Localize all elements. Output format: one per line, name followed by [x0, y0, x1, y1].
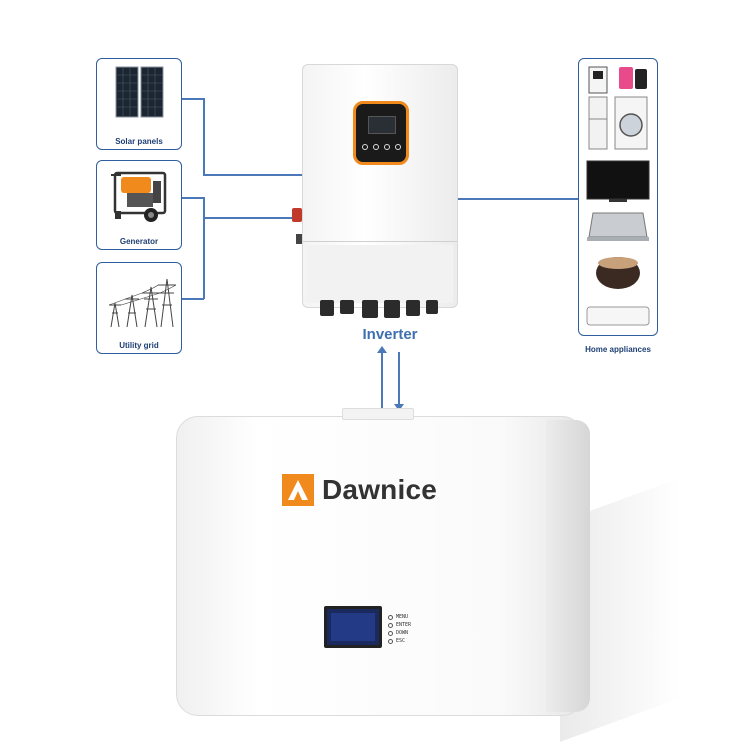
battery-esc-button-icon[interactable]: [388, 639, 393, 644]
battery-top-connector: [342, 408, 414, 420]
battery-lcd-inner: [331, 613, 375, 641]
inverter-divider: [303, 241, 457, 242]
dawnice-logo: Dawnice: [282, 470, 437, 510]
solar-connector-v: [203, 98, 205, 175]
generator-label: Generator: [119, 237, 159, 246]
battery-side-panel: [546, 420, 590, 712]
solar-panels-card: Solar panels: [96, 58, 182, 150]
inverter-connectors: [318, 298, 442, 324]
inverter-button-icon: [362, 144, 368, 150]
downlink-arrow-icon: [394, 404, 404, 411]
battery-lcd-screen: [324, 606, 382, 648]
battery-down-button-icon[interactable]: [388, 631, 393, 636]
inverter-side-port: [296, 234, 302, 244]
generator-card: Generator: [96, 160, 182, 250]
inverter-display-panel: [353, 101, 409, 165]
uplink-arrow-icon: [377, 346, 387, 353]
inverter-button-icon: [395, 144, 401, 150]
utility-grid-label: Utility grid: [119, 341, 159, 350]
inverter-button-icon: [373, 144, 379, 150]
generator-connector-h2: [203, 217, 293, 219]
power-tower-icon: [108, 278, 177, 328]
solar-panels-label: Solar panels: [115, 137, 163, 146]
home-appliances-label: Home appliances: [585, 345, 651, 354]
inverter-bottom-panel: [307, 245, 453, 303]
generator-icon: [111, 171, 167, 222]
home-appliances-card: [578, 58, 658, 336]
battery-menu-button-icon[interactable]: [388, 615, 393, 620]
battery-unit: [176, 416, 584, 716]
cable-gland-icon: [320, 300, 438, 318]
inverter-unit: [302, 64, 458, 308]
inverter-button-icon: [384, 144, 390, 150]
battery-esc-label: ESC: [396, 638, 406, 644]
battery-enter-label: ENTER: [396, 622, 412, 628]
dawnice-logo-icon: [282, 474, 314, 506]
utility-grid-card: Utility grid: [96, 262, 182, 354]
generator-connector-h1: [182, 197, 204, 199]
battery-down-label: DOWN: [396, 630, 409, 636]
inverter-screen: [368, 116, 396, 134]
solar-panel-icon: [115, 66, 164, 118]
inverter-switch-icon: [292, 208, 302, 222]
appliances-connector: [458, 198, 578, 200]
battery-downlink: [398, 352, 400, 406]
battery-uplink: [381, 352, 383, 410]
battery-enter-button-icon[interactable]: [388, 623, 393, 628]
brand-name: Dawnice: [322, 474, 437, 505]
battery-menu-label: MENU: [396, 614, 409, 620]
generator-connector-v: [203, 197, 205, 299]
solar-connector-h2: [203, 174, 303, 176]
appliances-icon: [586, 66, 650, 326]
inverter-label: Inverter: [362, 326, 418, 343]
solar-connector-h1: [182, 98, 204, 100]
grid-connector-h: [182, 298, 204, 300]
